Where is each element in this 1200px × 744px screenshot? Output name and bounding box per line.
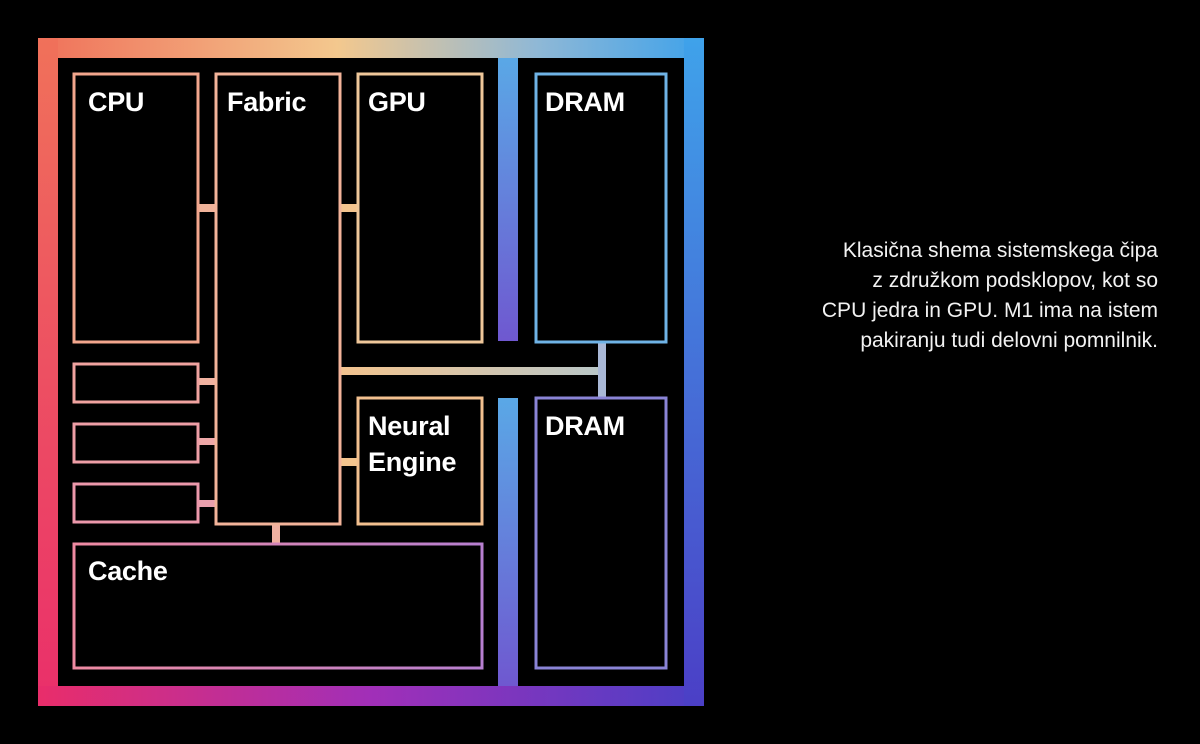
separator-bottom — [498, 398, 518, 686]
small-block-1 — [72, 362, 200, 404]
small-block-3 — [72, 482, 200, 524]
caption: Klasična shema sistemskega čipa z združk… — [730, 236, 1158, 356]
cache-label: Cache — [88, 556, 168, 586]
frame-bottom — [38, 686, 704, 706]
caption-line-3: CPU jedra in GPU. M1 ima na istem — [821, 299, 1158, 322]
fabric-block — [214, 72, 342, 526]
gpu-block — [356, 72, 484, 344]
dram-bottom-label: DRAM — [545, 411, 625, 441]
dram-bottom-block — [534, 396, 668, 670]
small-block-2 — [72, 422, 200, 464]
dram-top-label: DRAM — [545, 87, 625, 117]
soc-diagram: CPU Fabric GPU DRAM Neural Engine DRAM C… — [38, 38, 704, 706]
neural-engine-block — [356, 396, 484, 526]
fabric-dram-link — [340, 367, 602, 375]
gpu-label: GPU — [368, 87, 426, 117]
frame-top — [38, 38, 704, 58]
cpu-label: CPU — [88, 87, 145, 117]
neural-label-line2: Engine — [368, 447, 457, 477]
cpu-block — [72, 72, 200, 344]
dram-top-block — [534, 72, 668, 344]
caption-line-4: pakiranju tudi delovni pomnilnik. — [860, 329, 1158, 352]
caption-line-2: z združkom podsklopov, kot so — [872, 269, 1158, 292]
chip-outline — [38, 38, 704, 706]
separator-top — [498, 58, 518, 341]
frame-right — [684, 38, 704, 706]
fabric-label: Fabric — [227, 87, 307, 117]
frame-left — [38, 38, 58, 706]
cache-block — [72, 542, 484, 670]
caption-line-1: Klasična shema sistemskega čipa — [842, 239, 1158, 262]
neural-label-line1: Neural — [368, 411, 451, 441]
